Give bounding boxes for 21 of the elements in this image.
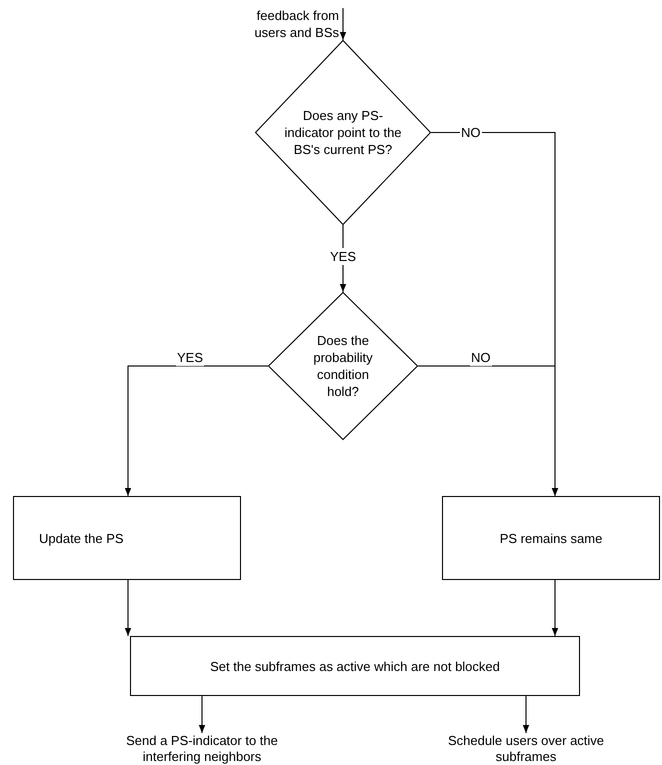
process-box: [130, 636, 580, 696]
node-text: Does any PS-indicator point to the BS's current PS?: [283, 107, 403, 158]
node-text: Set the subframes as active which are not blocked: [210, 658, 500, 674]
arrow: [124, 366, 268, 496]
decision-diamond: [255, 40, 431, 225]
node-text: Update the PS: [39, 530, 124, 546]
arrow: [552, 580, 558, 636]
node-text: Does the probability condition hold?: [312, 332, 374, 400]
arrow: [124, 580, 132, 636]
edge-label: YES: [329, 248, 358, 265]
edge-label: feedback from users and BSs: [253, 7, 340, 41]
node-text: Send a PS-indicator to the interfering neighbors: [125, 733, 279, 765]
arrow: [198, 696, 206, 734]
decision-diamond: [268, 292, 418, 440]
arrow: [340, 8, 346, 40]
process-box: [442, 496, 660, 580]
node-text: PS remains same: [500, 530, 602, 546]
node-text: Schedule users over active subframes: [446, 733, 606, 765]
process-box: [13, 496, 241, 580]
arrow: [522, 696, 530, 734]
arrow: [418, 366, 558, 496]
